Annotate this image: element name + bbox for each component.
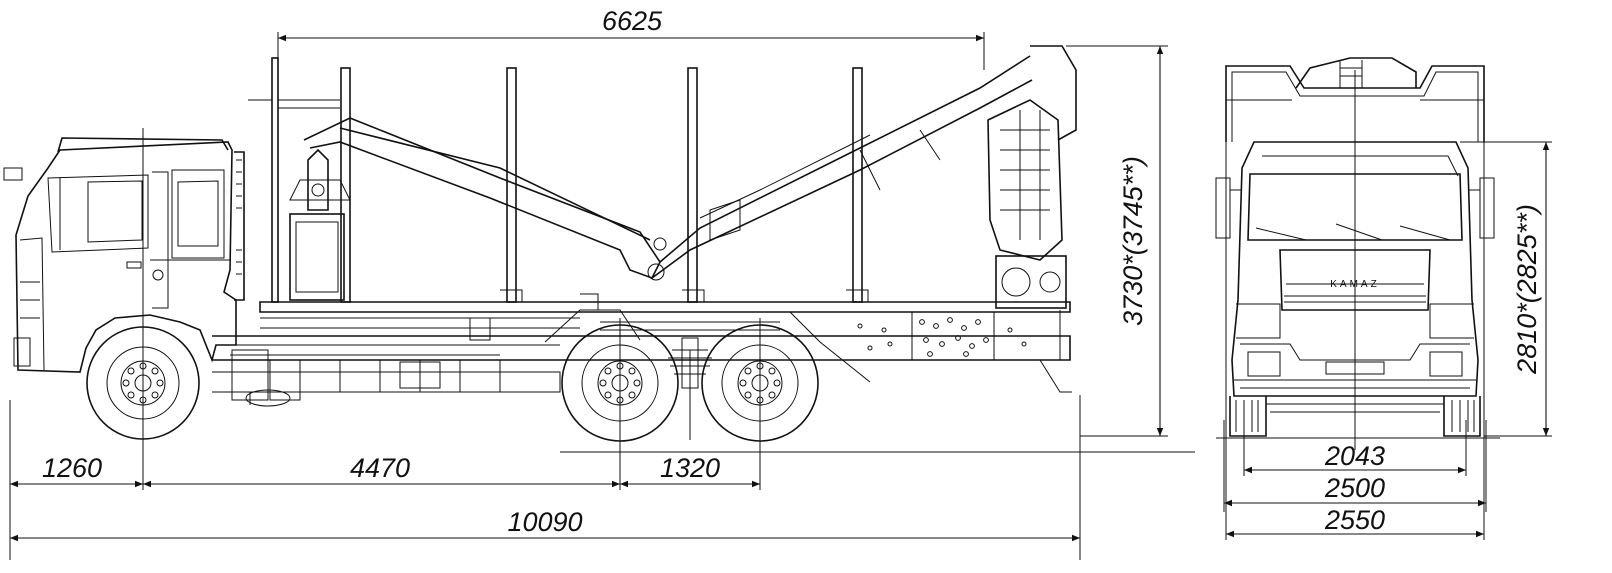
front-extension-lines [1223,141,1552,540]
grapple [289,148,351,301]
dim-overall-length: 10090 [507,507,582,537]
dim-track-width: 2043 [1324,441,1385,471]
dim-body-width: 2500 [1324,473,1385,503]
dim-wheelbase: 4470 [350,453,410,483]
perforation-holes [857,317,1027,357]
front-view: KAMAZ 2043 2500 [1215,57,1552,540]
dim-bogie-base: 1320 [660,453,720,483]
axle-centre-lines [142,128,761,490]
side-view: 6625 1260 4470 1320 10090 3730*(3745**) [3,6,1195,560]
extension-lines [9,32,1168,560]
dim-overall-height: 3730*(3745**) [1118,156,1148,326]
crane-column [987,45,1077,361]
dim-overall-width: 2550 [1324,505,1385,535]
dim-cab-height: 2810*(2825**) [1512,204,1542,375]
dim-stakes-span: 6625 [602,6,663,36]
cab-front: KAMAZ [1215,141,1495,397]
bunk-top [1225,57,1485,436]
brand-label: KAMAZ [1330,279,1379,290]
chassis-frame [212,301,1072,407]
cab [3,137,245,373]
dim-front-overhang: 1260 [42,453,102,483]
log-bunk-stakes [248,57,869,310]
crane-boom [303,55,1033,281]
